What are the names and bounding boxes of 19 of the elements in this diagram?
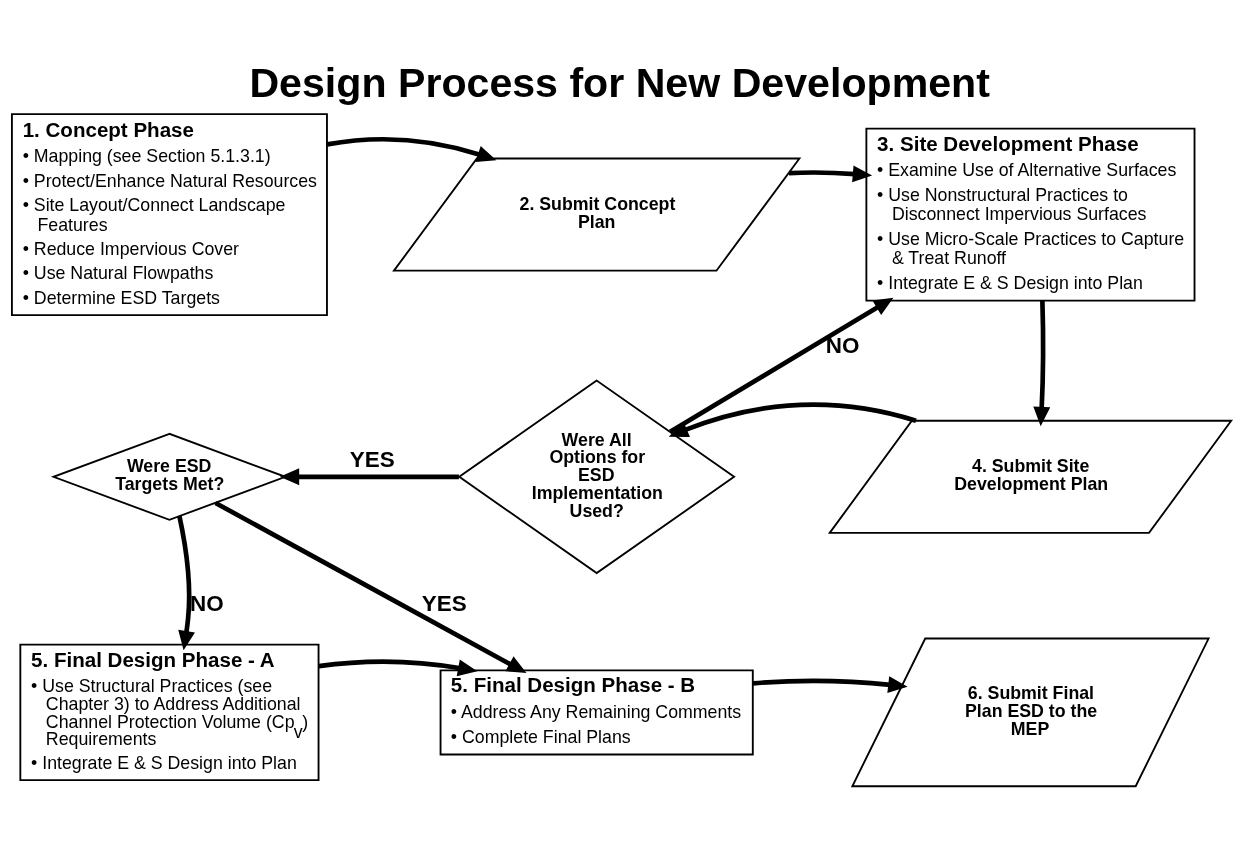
- node-box: 3. Site Development Phase • Examine Use of Alternative Surfaces • Use Nonstructural Practices to Disconnect Impervious Surfaces • Use Micro-Scale Practices to Capture & Treat Runoff • Integrate E & S Design into Plan: [865, 127, 1196, 302]
- edge-label: NO: [825, 332, 860, 358]
- edge-label: YES: [349, 446, 395, 472]
- arrow: [177, 515, 195, 651]
- arrow: [668, 402, 917, 438]
- arrow: [1033, 300, 1051, 427]
- edge-label: YES: [421, 590, 467, 616]
- arrow: [279, 468, 459, 486]
- arrow: [214, 500, 527, 674]
- node-box: 5. Final Design Phase - B • Address Any Remaining Comments • Complete Final Plans: [439, 669, 754, 756]
- edge-label: NO: [190, 590, 224, 616]
- node-box: 1. Concept Phase • Mapping (see Section 5.1.3.1) • Protect/Enhance Natural Resources • Site Layout/Connect Landscape Features • Reduce Impervious Cover • Use Natural Flowpaths • Determine ESD Targets: [11, 113, 328, 317]
- arrow: [788, 165, 873, 183]
- arrow: [669, 297, 894, 434]
- node-diamond: Were All Options for ESD Implementation Used?: [457, 379, 736, 575]
- arrow: [326, 136, 497, 163]
- arrow: [318, 659, 478, 677]
- arrow: [752, 676, 908, 693]
- diagram-title: Design Process for New Development: [249, 60, 990, 107]
